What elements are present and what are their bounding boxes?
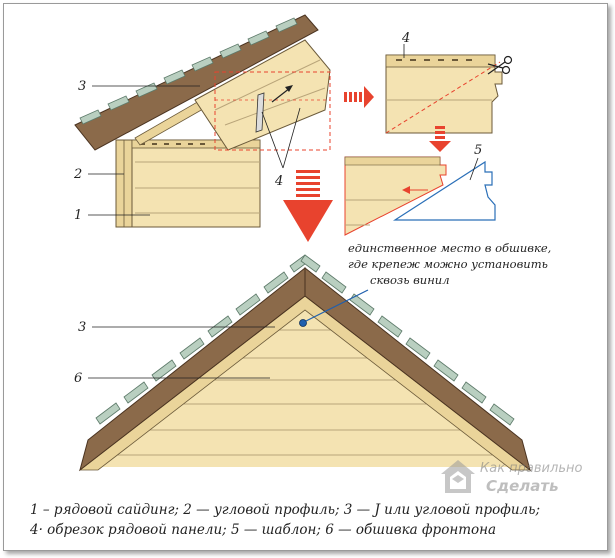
note-line-1: единственное место в обшивке, [348,241,551,255]
label-3-top: 3 [78,79,86,94]
panel-cutting [385,44,513,134]
nail-tool [255,92,265,133]
watermark-house-icon [441,460,475,493]
label-5: 5 [474,143,482,158]
watermark-text-1: Как правильно [480,461,583,476]
scissors-icon [487,55,513,75]
label-6: 6 [74,371,82,386]
arrow-down-big [283,170,333,242]
arrow-down-small [429,126,451,152]
shingles-top [79,17,298,125]
cut-piece [344,156,447,236]
note-line-3: сквозь винил [370,273,450,287]
wall-siding [129,139,261,228]
figure-caption: 1 – рядовой сайдинг; 2 — угловой профиль… [30,500,590,540]
template-assembly [344,156,496,236]
gable [78,254,532,472]
label-4-mid: 4 [274,174,283,189]
watermark-logo: Как правильно Сделать [438,455,588,500]
note-leader [305,289,369,322]
siding-lines [135,161,260,214]
cut-line [385,61,501,134]
caption-line-2: 4· обрезок рядовой панели; 5 — шаблон; 6… [30,522,497,538]
roof-right [304,266,531,472]
watermark-text-2: Сделать [486,477,559,495]
label-3-bottom: 3 [78,320,86,335]
label-4-top: 4 [401,31,410,46]
top-left-assembly [74,14,331,228]
label-2: 2 [73,167,82,182]
j-profile-top [131,139,261,149]
note-line-2: где крепеж можно установить [348,257,548,271]
shingles-right [300,254,515,426]
fastener-dot [299,319,307,327]
caption-line-1: 1 – рядовой сайдинг; 2 — угловой профиль… [30,502,541,518]
template-outline [392,160,496,221]
panel-outline-dashed [214,71,331,151]
label-1: 1 [74,208,82,223]
arrow-right-dashed [344,86,374,108]
